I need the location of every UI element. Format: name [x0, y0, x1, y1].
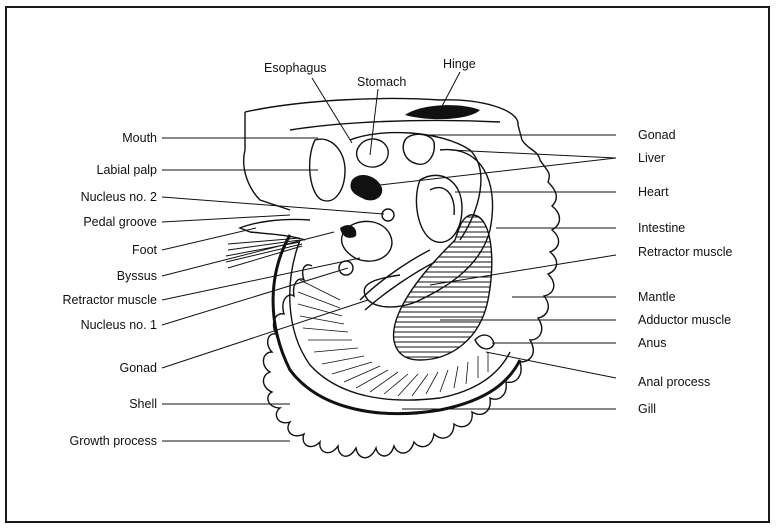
leader-lines: [162, 72, 616, 441]
label-gonad-right: Gonad: [638, 128, 676, 142]
label-anal-process: Anal process: [638, 375, 710, 389]
nucleus-1-circle: [339, 261, 353, 275]
shell-top: [244, 112, 290, 210]
label-anus: Anus: [638, 336, 667, 350]
label-retractor-muscle-right: Retractor muscle: [638, 245, 733, 259]
label-intestine: Intestine: [638, 221, 685, 235]
label-foot: Foot: [132, 243, 158, 257]
stomach-organ: [357, 139, 389, 167]
shell-outline: [245, 99, 560, 458]
label-retractor-muscle-left: Retractor muscle: [63, 293, 158, 307]
anus-organ: [475, 335, 494, 349]
label-mantle: Mantle: [638, 290, 676, 304]
gonad-organ: [403, 134, 434, 164]
label-stomach: Stomach: [357, 75, 406, 89]
label-heart: Heart: [638, 185, 669, 199]
label-pedal-groove: Pedal groove: [83, 215, 157, 229]
label-hinge: Hinge: [443, 57, 476, 71]
hinge-band: [405, 105, 480, 119]
label-growth-process: Growth process: [69, 434, 157, 448]
label-gonad-left: Gonad: [119, 361, 157, 375]
nucleus-2-circle: [382, 209, 394, 221]
label-esophagus: Esophagus: [264, 61, 327, 75]
label-gill: Gill: [638, 402, 656, 416]
label-labial-palp: Labial palp: [97, 163, 158, 177]
label-shell: Shell: [129, 397, 157, 411]
heart-organ: [416, 175, 462, 242]
liver-blob: [350, 175, 382, 200]
label-nucleus-1: Nucleus no. 1: [81, 318, 157, 332]
label-liver: Liver: [638, 151, 665, 165]
label-nucleus-2: Nucleus no. 2: [81, 190, 157, 204]
heart-inner: [430, 188, 454, 215]
label-adductor-muscle: Adductor muscle: [638, 313, 731, 327]
hinge-line: [290, 120, 500, 130]
label-mouth: Mouth: [122, 131, 157, 145]
label-byssus: Byssus: [117, 269, 157, 283]
byssus-threads: [226, 238, 302, 268]
